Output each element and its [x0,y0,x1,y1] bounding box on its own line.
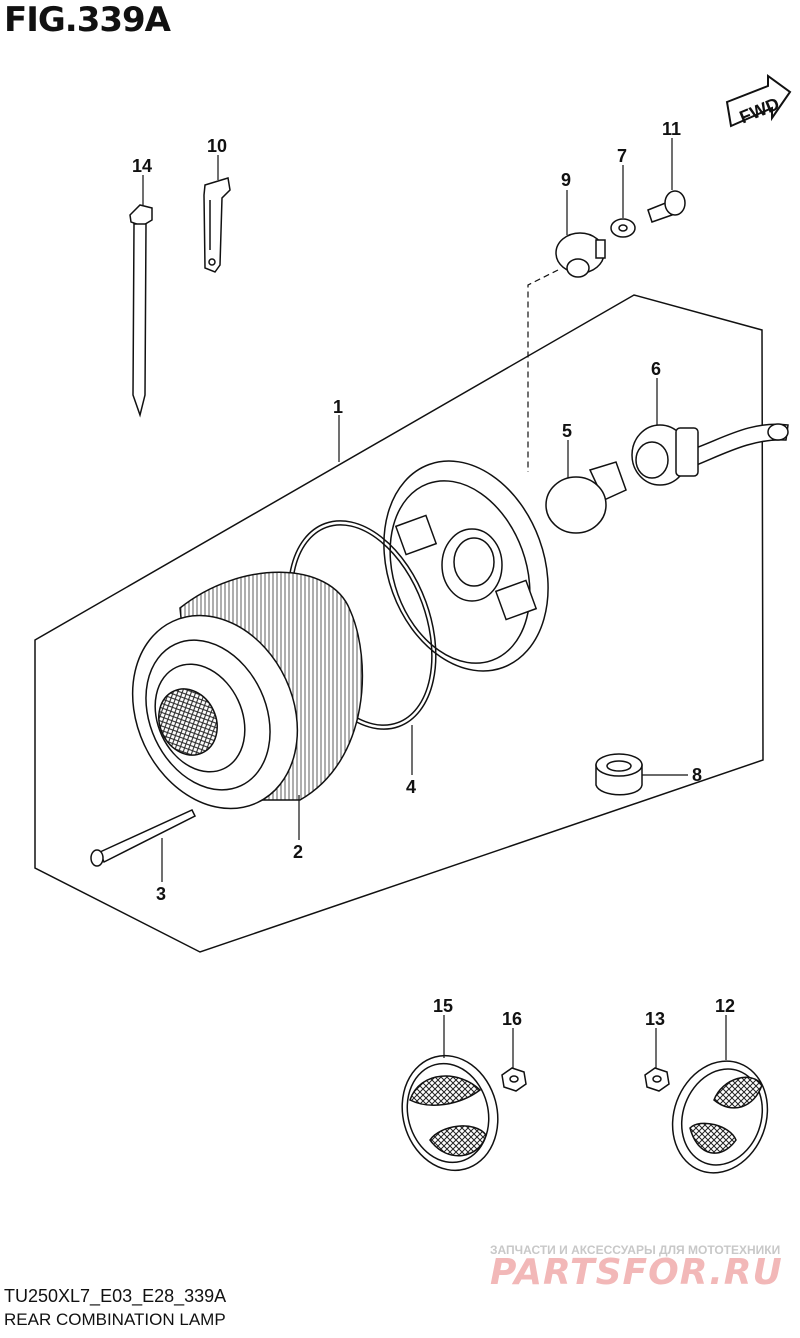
callout-1: 1 [333,397,343,417]
reflector-left-part [401,1054,499,1172]
bolt-part [647,190,686,223]
callout-15: 15 [433,996,453,1016]
bulb-socket-part [631,423,789,486]
callout-12: 12 [715,996,735,1016]
reflector-right-part [671,1060,769,1174]
assembly-outline [34,294,764,953]
callout-16: 16 [502,1009,522,1029]
callout-10: 10 [207,136,227,156]
callout-3: 3 [156,884,166,904]
callout-4: 4 [406,777,416,797]
callout-8: 8 [692,765,702,785]
bulb-part [545,461,627,534]
lens-housing-part [131,571,364,810]
nut-left-part [501,1067,527,1092]
callout-2: 2 [293,842,303,862]
grommet-part [595,753,643,796]
watermark-subtitle: ЗАПЧАСТИ И АКСЕССУАРЫ ДЛЯ МОТОТЕХНИКИ [490,1243,781,1257]
figure-code: TU250XL7_E03_E28_339A [4,1286,227,1306]
callout-6: 6 [651,359,661,379]
figure-title: FIG.339A [4,0,171,40]
watermark-logo: PARTSFOR.RU [490,1252,783,1293]
callout-14: 14 [132,156,152,176]
callout-5: 5 [562,421,572,441]
lamp-base-part [383,460,549,672]
washer-part [610,218,636,238]
socket-retainer-part [555,232,606,278]
callout-13: 13 [645,1009,665,1029]
clamp-part [203,177,231,273]
nut-right-part [644,1067,670,1092]
cable-tie-part [129,204,153,418]
callout-9: 9 [561,170,571,190]
callout-11: 11 [662,119,681,139]
screw-part [90,809,197,867]
fwd-arrow-icon: FWD [725,74,792,127]
callout-7: 7 [617,146,627,166]
figure-name: REAR COMBINATION LAMP [4,1310,226,1329]
